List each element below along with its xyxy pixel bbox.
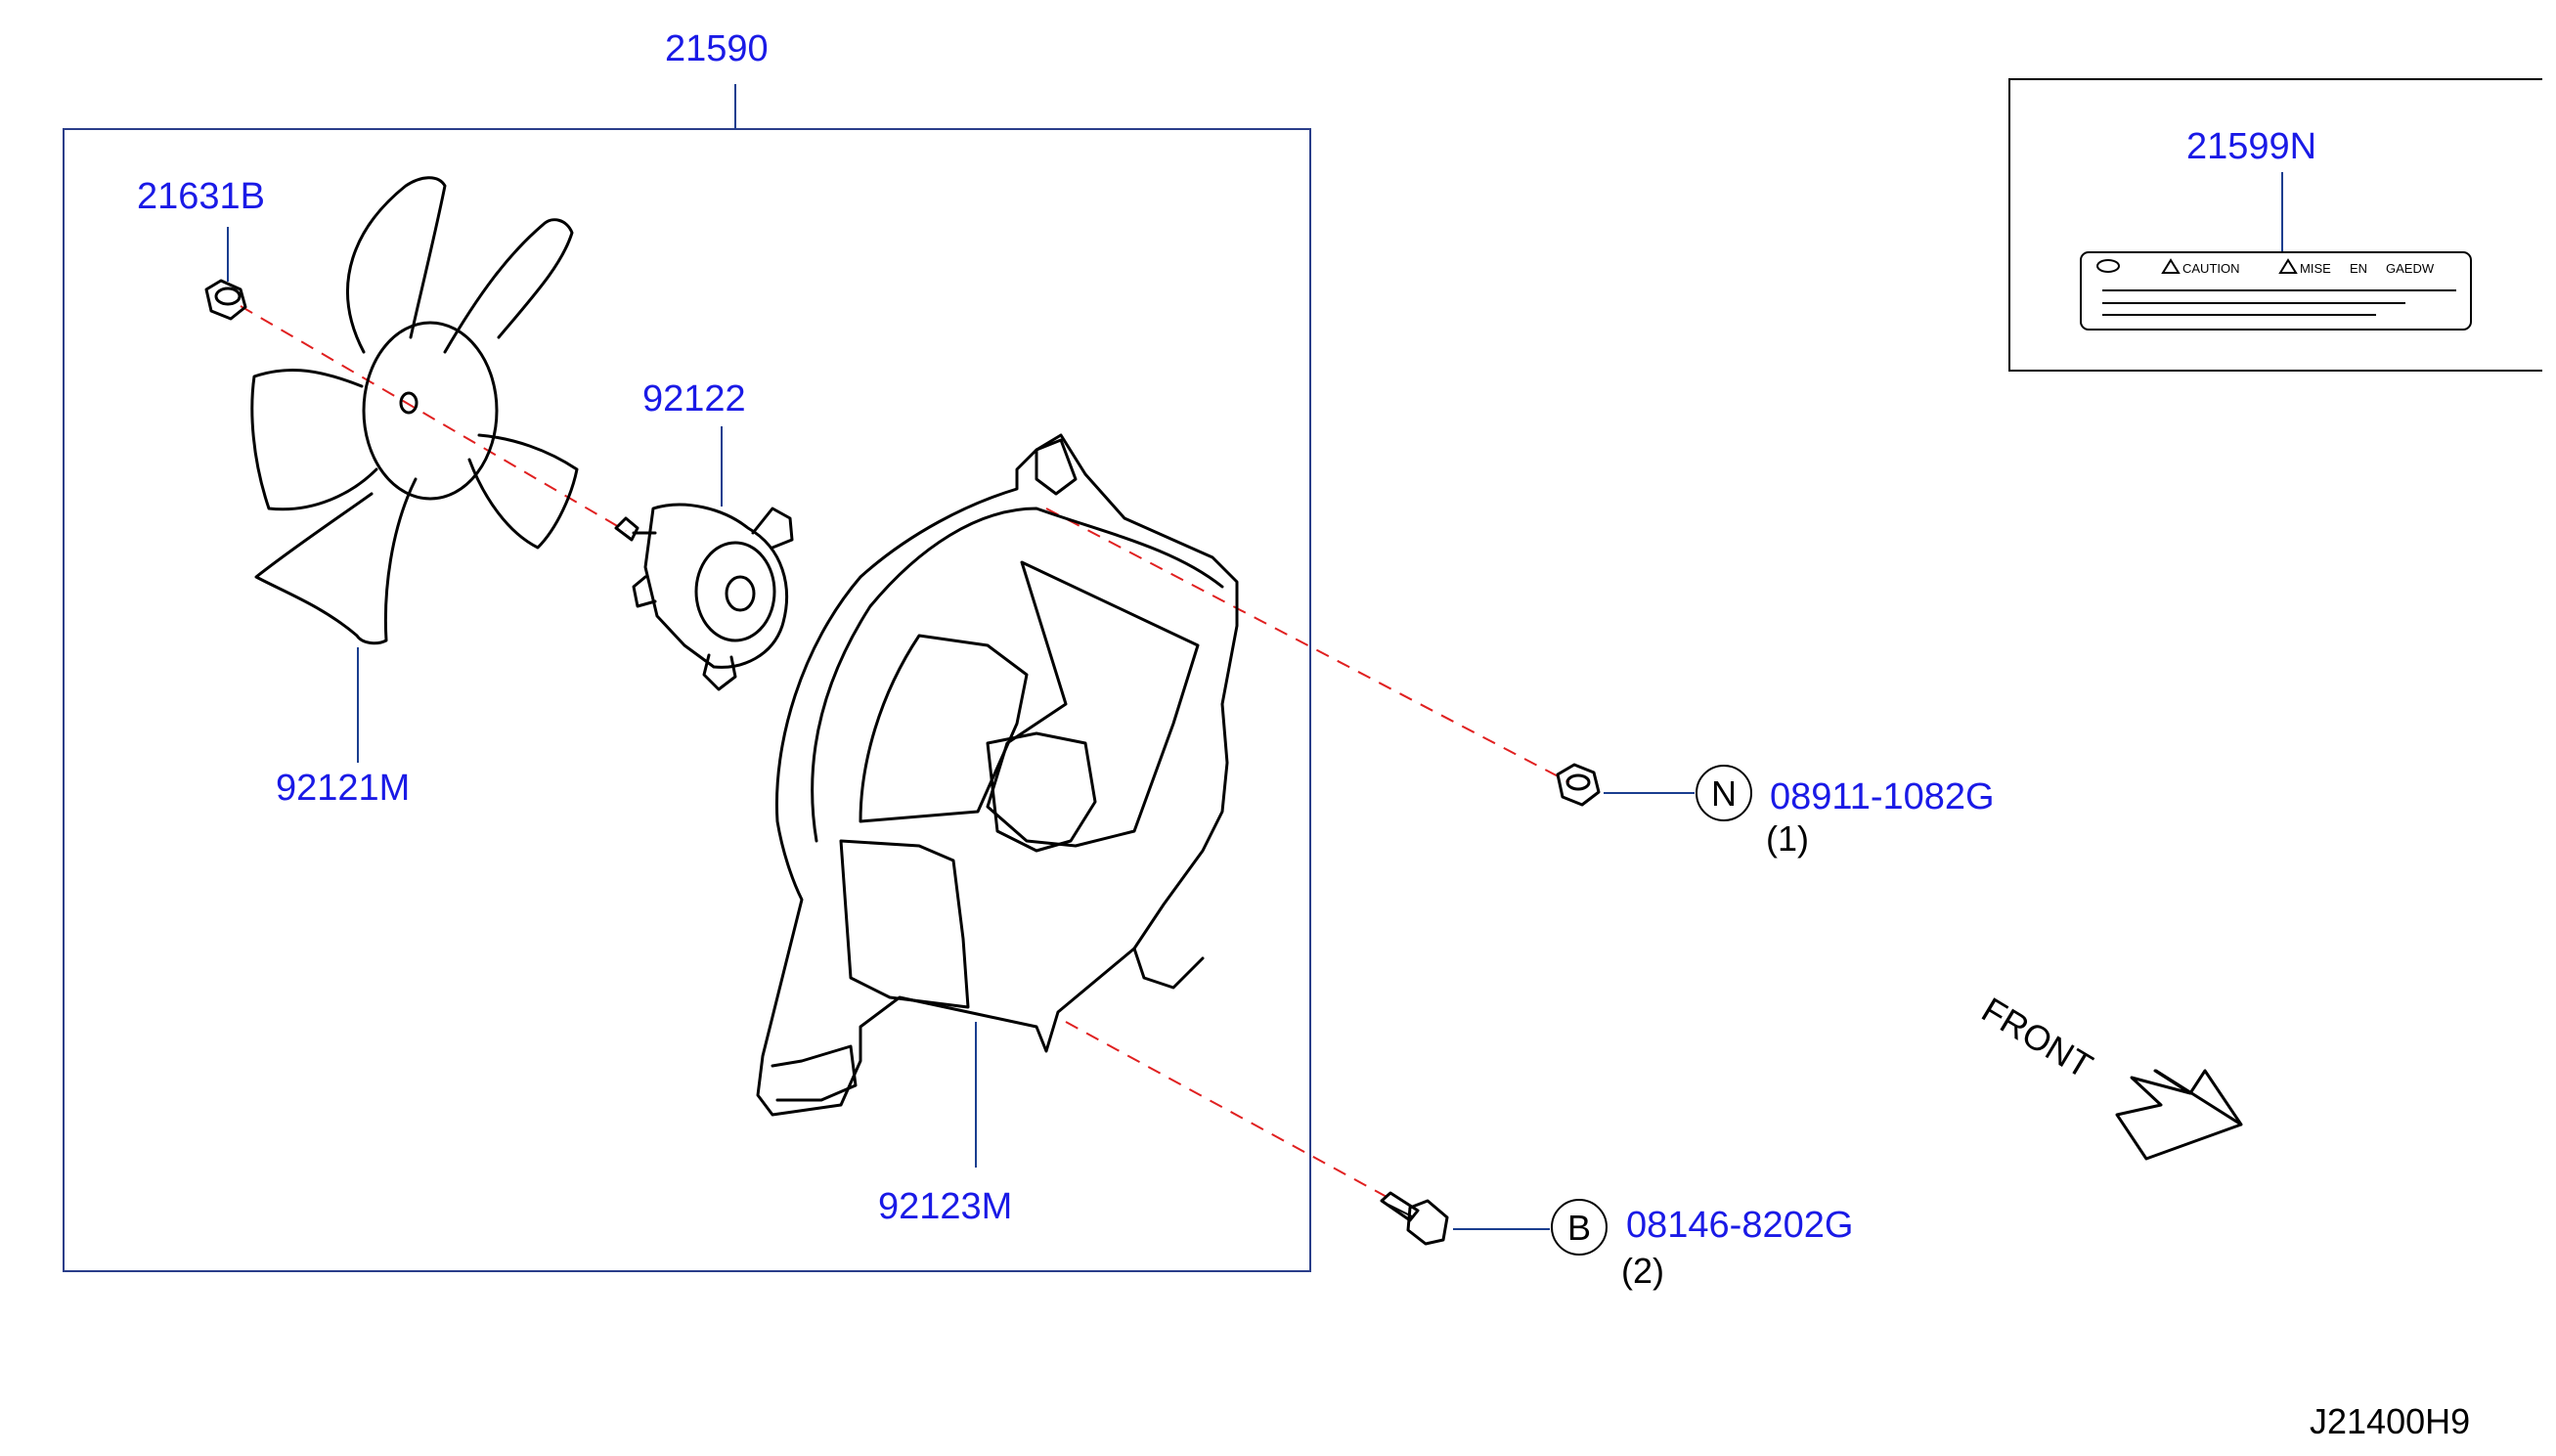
diagram-id: J21400H9 — [2310, 1401, 2470, 1441]
nut-symbol: N — [1711, 773, 1737, 814]
bolt-icon — [1380, 1191, 1449, 1246]
shroud-bolt-line — [1065, 1021, 1389, 1199]
caution-triangle-icon — [2161, 258, 2181, 274]
fan-motor-drawing — [614, 503, 794, 691]
en-text: EN — [2350, 261, 2367, 276]
caution-triangle-icon-2 — [2278, 258, 2298, 274]
bolt-quantity: (2) — [1621, 1251, 1664, 1291]
nut-part-number[interactable]: 08911-1082G — [1770, 776, 1995, 817]
fan-blade-drawing — [250, 176, 579, 645]
nut-small-part-number[interactable]: 21631B — [137, 176, 265, 217]
label-part-number[interactable]: 21599N — [2186, 126, 2316, 167]
nut-icon — [1556, 763, 1601, 807]
fan-blade-part-number[interactable]: 92121M — [276, 768, 410, 809]
oval-icon — [2096, 259, 2120, 273]
caution-label: CAUTION MISE EN GAEDW — [2080, 251, 2472, 331]
nut-symbol-circle — [1696, 765, 1752, 821]
nut-axis-line — [240, 305, 627, 532]
nut-small-icon — [204, 279, 247, 321]
label-box-frame — [2008, 78, 2542, 372]
mise-text: MISE — [2300, 261, 2331, 276]
bolt-part-number[interactable]: 08146-8202G — [1626, 1205, 1853, 1246]
caution-text: CAUTION — [2182, 261, 2240, 276]
gaedw-text: GAEDW — [2386, 261, 2435, 276]
assembly-part-number[interactable]: 21590 — [665, 28, 769, 69]
bolt-symbol-circle — [1551, 1199, 1608, 1256]
nut-quantity: (1) — [1766, 818, 1809, 859]
shroud-part-number[interactable]: 92123M — [878, 1186, 1012, 1227]
fan-motor-part-number[interactable]: 92122 — [642, 378, 746, 419]
front-arrow-icon — [2115, 1069, 2243, 1161]
front-direction-text: FRONT — [1975, 990, 2099, 1086]
shroud-nut-line — [1045, 507, 1570, 783]
bolt-symbol: B — [1567, 1208, 1591, 1248]
shroud-drawing — [756, 433, 1239, 1117]
assembly-frame — [63, 128, 1311, 1272]
